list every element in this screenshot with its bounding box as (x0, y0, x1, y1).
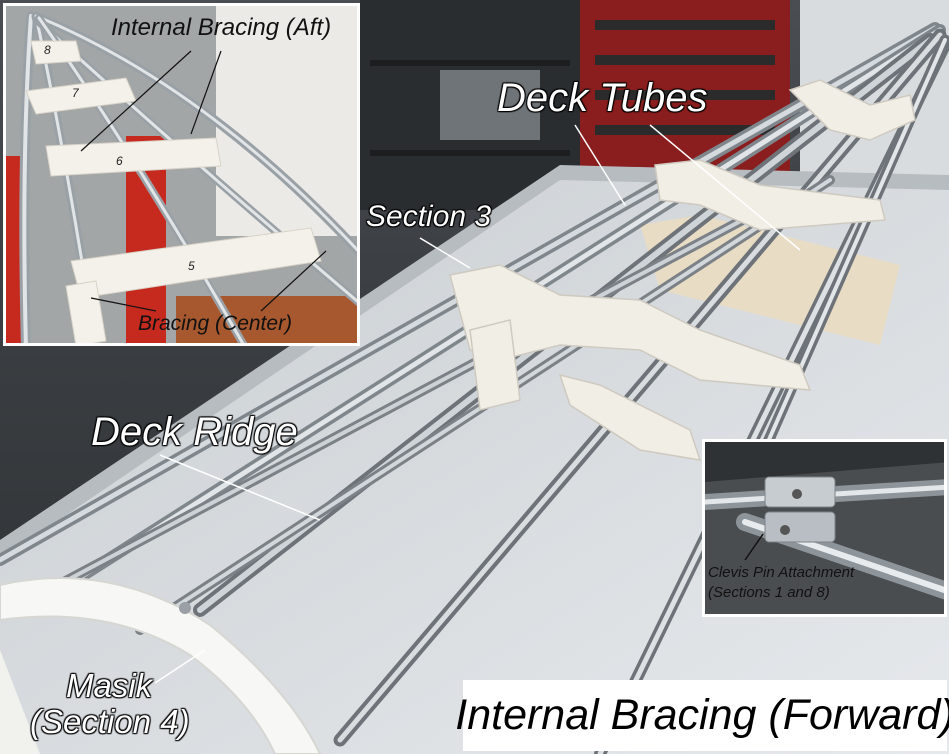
label-clevis-pin-line2: (Sections 1 and 8) (708, 584, 830, 601)
inset-aft-bracing-photo: 8 7 6 5 Internal Bracing (Aft) Bracing (… (3, 3, 360, 346)
label-bracing-center: Bracing (Center) (138, 312, 293, 335)
label-section-3: Section 3 (366, 200, 492, 233)
inset-number-8: 8 (44, 43, 51, 57)
label-masik-line2: (Section 4) (30, 703, 190, 740)
inset-aft-callout-lines (80, 50, 327, 312)
label-clevis-pin-line1: Clevis Pin Attachment (708, 564, 855, 581)
title-box: Internal Bracing (Forward) (455, 680, 949, 751)
label-masik-line1: Masik (66, 667, 153, 704)
label-internal-bracing-aft: Internal Bracing (Aft) (111, 14, 332, 41)
inset-number-5: 5 (188, 259, 195, 273)
inset-aft-scene (6, 6, 357, 343)
inset-number-7: 7 (72, 86, 79, 100)
image-title: Internal Bracing (Forward) (455, 691, 949, 739)
label-deck-tubes: Deck Tubes (497, 76, 708, 120)
inset-clevis-scene (705, 442, 944, 614)
inset-clevis-pin-photo: Clevis Pin Attachment (Sections 1 and 8) (702, 439, 947, 617)
label-deck-ridge: Deck Ridge (91, 410, 298, 454)
inset-number-6: 6 (116, 154, 123, 168)
